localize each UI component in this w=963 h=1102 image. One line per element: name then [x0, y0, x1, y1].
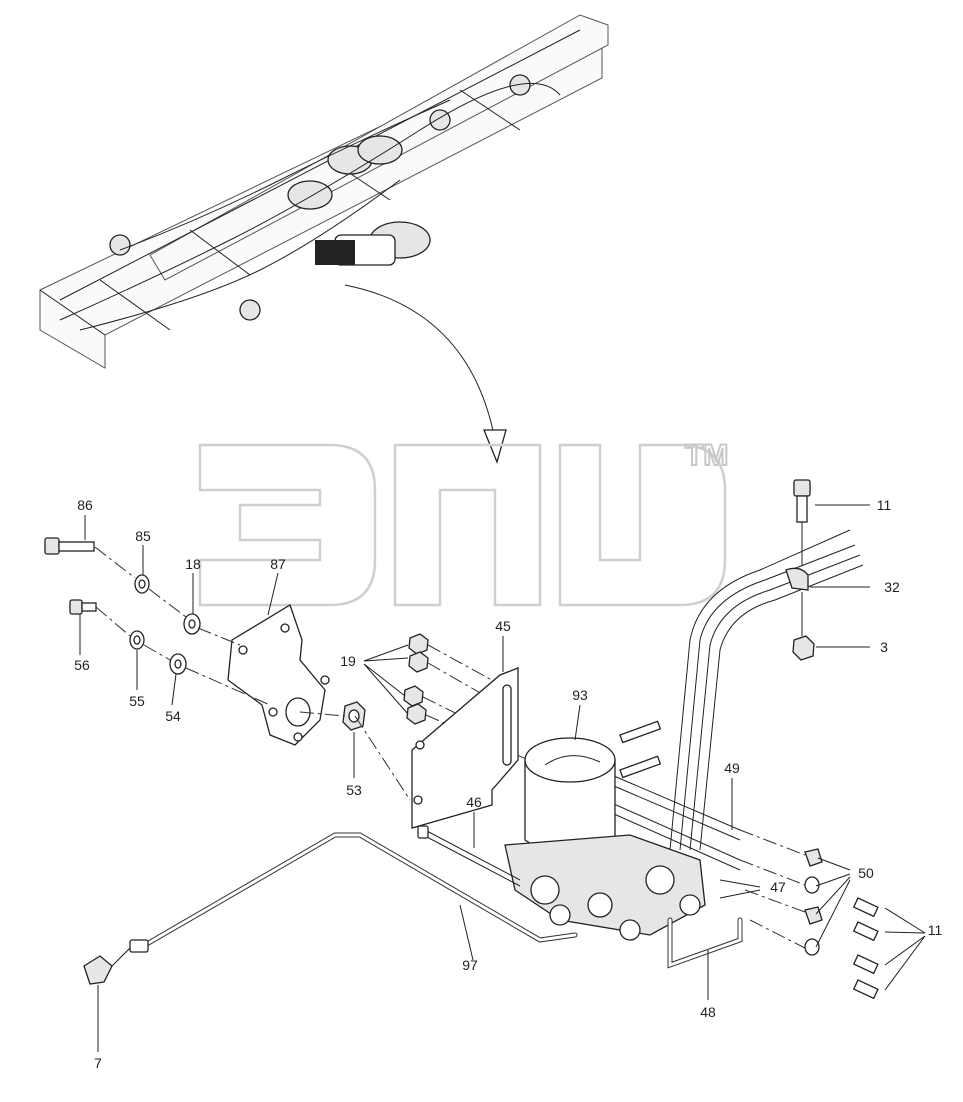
callout-48: 48: [700, 1004, 716, 1020]
nut-19b: [408, 651, 429, 673]
callout-47: 47: [770, 879, 786, 895]
callout-7: 7: [94, 1055, 102, 1071]
elbow-fitting-7: [83, 955, 113, 985]
callout-labels: 86 85 18 87 56 55 54 53 19 45 93 46 49 4…: [74, 497, 942, 1071]
bolt-86: [44, 537, 95, 555]
callout-54: 54: [165, 708, 181, 724]
bolt-56: [69, 599, 97, 615]
callout-55: 55: [129, 693, 145, 709]
callout-45: 45: [495, 618, 511, 634]
callout-93: 93: [572, 687, 588, 703]
bracket-plate-45: [411, 667, 519, 829]
callout-46: 46: [466, 794, 482, 810]
trademark-mark: TM: [685, 439, 728, 472]
right-hardware: [669, 479, 879, 1000]
watermark-logo: TM: [198, 438, 729, 607]
callout-53: 53: [346, 782, 362, 798]
left-hardware: [44, 537, 411, 801]
chassis-overview-drawing: [39, 14, 609, 465]
callout-50: 50: [858, 865, 874, 881]
callout-3: 3: [880, 639, 888, 655]
callout-49: 49: [724, 760, 740, 776]
bracket-87: [227, 604, 326, 746]
nut-19a: [408, 633, 429, 655]
callout-97: 97: [462, 957, 478, 973]
callout-18: 18: [185, 556, 201, 572]
nut-19d: [406, 703, 427, 725]
callout-32: 32: [884, 579, 900, 595]
leader-lines: [79, 504, 926, 1052]
callout-11-right: 11: [928, 922, 943, 938]
callout-85: 85: [135, 528, 151, 544]
nut-3: [792, 635, 815, 661]
callout-11-top: 11: [877, 497, 892, 513]
bolt-11-top: [793, 479, 811, 523]
air-dryer-assembly: [83, 633, 743, 985]
callout-19: 19: [340, 653, 356, 669]
nut-19c: [403, 685, 424, 707]
clip-32: [785, 567, 809, 591]
callout-87: 87: [270, 556, 286, 572]
callout-56: 56: [74, 657, 90, 673]
callout-86: 86: [77, 497, 93, 513]
